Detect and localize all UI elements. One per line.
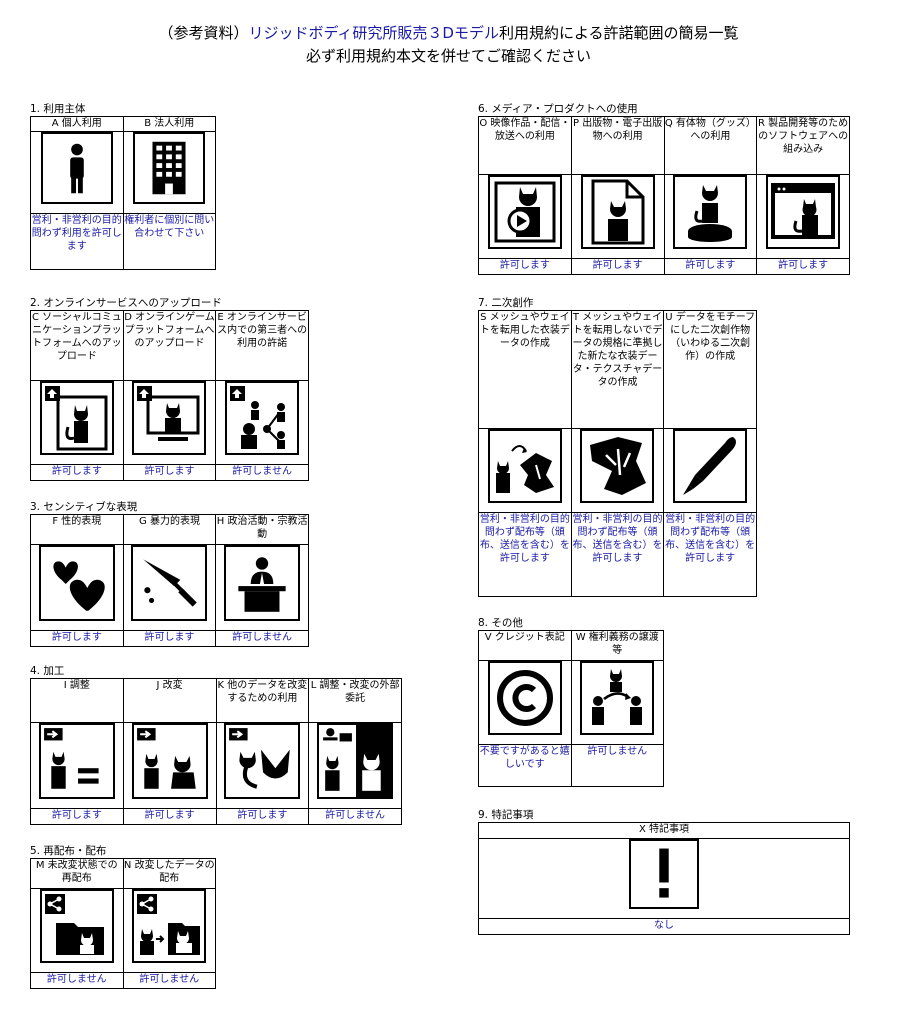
outsource-icon — [317, 723, 394, 799]
item-header: N 改変したデータの配布 — [122, 858, 216, 889]
item-header: B 法人利用 — [122, 116, 216, 132]
item-status: 許可します — [30, 630, 124, 647]
item-status: 許可します — [122, 808, 217, 825]
item-status: 許可します — [756, 258, 850, 275]
item-header: C ソーシャルコミュニケーションプラットフォームへのアップロード — [30, 310, 124, 381]
item-status: 許可しません — [570, 744, 664, 787]
section-label: 3. センシティブな表現 — [30, 501, 138, 513]
item-header: Q 有体物（グッズ）への利用 — [663, 116, 758, 175]
item-status: 営利・非営利の目的問わず配布等（頒布、送信を含む）を許可します — [478, 512, 572, 597]
item-header: D オンラインゲームプラットフォームへのアップロード — [122, 310, 217, 381]
document-cat-icon — [580, 175, 655, 249]
item-status: 許可しません — [30, 972, 124, 989]
knife-icon — [131, 545, 208, 621]
section-usage-subject: 1. 利用主体 A 個人利用 B 法人利用 営利・非営利の目的問わず利用を許可し… — [30, 102, 216, 270]
section-processing: 4. 加工 I 調整 J 改変 K 他のデータを改変するための利用 L 調整・改… — [30, 664, 402, 825]
item-status: 権利者に個別に問い合わせて下さい — [122, 213, 216, 270]
item-status: 営利・非営利の目的問わず配布等（頒布、送信を含む）を許可します — [570, 512, 665, 597]
item-header: L 調整・改変の外部委託 — [308, 678, 402, 723]
copyright-icon — [487, 661, 562, 735]
exclamation-icon — [629, 839, 699, 909]
item-header: U データをモチーフにした二次創作物（いわゆる二次創作）の作成 — [663, 310, 757, 429]
item-status: 許可します — [570, 258, 665, 275]
section-special-notes: 9. 特記事項 X 特記事項 なし — [478, 808, 850, 935]
cat-modify-icon — [131, 723, 208, 799]
section-label: 1. 利用主体 — [30, 103, 86, 115]
item-header: E オンラインサービス内での第三者への利用の許諾 — [215, 310, 309, 381]
software-cat-icon — [766, 175, 841, 249]
pen-icon — [673, 429, 748, 503]
item-status: 許可しません — [215, 464, 309, 481]
upload-monitor-cat-icon — [132, 381, 207, 455]
item-header: J 改変 — [122, 678, 217, 723]
item-status: 許可します — [663, 258, 758, 275]
share-modified-icon — [132, 889, 207, 963]
item-status: なし — [478, 918, 850, 935]
share-folder-icon — [39, 889, 114, 963]
item-status: 許可しません — [308, 808, 402, 825]
item-header: M 未改変状態での再配布 — [30, 858, 124, 889]
item-header: I 調整 — [30, 678, 124, 723]
person-icon — [40, 132, 113, 204]
section-label: 5. 再配布・配布 — [30, 845, 107, 857]
hearts-icon — [38, 545, 115, 621]
building-icon — [133, 132, 206, 204]
title-prefix: （参考資料） — [158, 24, 249, 42]
share-people-icon — [225, 381, 300, 455]
item-status: 許可します — [215, 808, 310, 825]
item-header: A 個人利用 — [30, 116, 124, 132]
section-online-upload: 2. オンラインサービスへのアップロード C ソーシャルコミュニケーションプラッ… — [30, 296, 309, 481]
section-label: 9. 特記事項 — [478, 809, 534, 821]
item-header: R 製品開発等のためのソフトウェアへの組み込み — [756, 116, 850, 175]
item-header: W 権利義務の譲渡等 — [570, 630, 664, 661]
section-label: 7. 二次創作 — [478, 297, 534, 309]
item-status: 許可します — [30, 808, 124, 825]
item-header: H 政治活動・宗教活動 — [215, 514, 309, 545]
item-header: P 出版物・電子出版物への利用 — [570, 116, 665, 175]
item-header: S メッシュやウェイトを転用した衣装データの作成 — [478, 310, 572, 429]
section-media-product: 6. メディア・プロダクトへの使用 O 映像作品・配信・放送への利用 P 出版物… — [478, 102, 850, 275]
section-label: 2. オンラインサービスへのアップロード — [30, 297, 222, 309]
video-cat-icon — [487, 175, 562, 249]
page-subtitle: 必ず利用規約本文を併せてご確認ください — [305, 47, 591, 65]
item-status: 許可します — [122, 630, 217, 647]
upload-cat-icon — [39, 381, 114, 455]
section-sensitive-expression: 3. センシティブな表現 F 性的表現 G 暴力的表現 H 政治活動・宗教活動 … — [30, 500, 309, 647]
section-redistribution: 5. 再配布・配布 M 未改変状態での再配布 N 改変したデータの配布 許可しま… — [30, 844, 216, 989]
podium-speaker-icon — [224, 545, 301, 621]
section-label: 4. 加工 — [30, 665, 65, 677]
title-company: リジッドボディ研究所販売３Dモデル — [248, 24, 499, 42]
item-header: V クレジット表記 — [478, 630, 572, 661]
item-header: F 性的表現 — [30, 514, 124, 545]
cat-cloth-icon — [487, 429, 562, 503]
section-label: 6. メディア・プロダクトへの使用 — [478, 103, 638, 115]
figure-cat-icon — [673, 175, 748, 249]
item-status: 営利・非営利の目的問わず配布等（頒布、送信を含む）を許可します — [663, 512, 757, 597]
item-status: 許可します — [122, 464, 217, 481]
transfer-icon — [580, 661, 655, 735]
item-status: 営利・非営利の目的問わず利用を許可します — [30, 213, 124, 270]
section-derivative-works: 7. 二次創作 S メッシュやウェイトを転用した衣装データの作成 T メッシュや… — [478, 296, 757, 597]
cat-equals-icon — [38, 723, 115, 799]
cloth-icon — [580, 429, 655, 503]
item-header: X 特記事項 — [478, 822, 850, 839]
page-title: （参考資料）リジッドボディ研究所販売３Dモデル利用規約による許諾範囲の簡易一覧 — [0, 22, 897, 44]
title-suffix: 利用規約による許諾範囲の簡易一覧 — [498, 24, 739, 42]
item-header: T メッシュやウェイトを転用しないでデータの規格に準拠した新たな衣装データ・テク… — [570, 310, 665, 429]
section-label: 8. その他 — [478, 617, 523, 629]
cat-morph-icon — [224, 723, 301, 799]
item-status: 不要ですがあると嬉しいです — [478, 744, 572, 787]
item-status: 許可します — [30, 464, 124, 481]
section-other: 8. その他 V クレジット表記 W 権利義務の譲渡等 不要ですがあると嬉しいで… — [478, 616, 664, 787]
item-header: K 他のデータを改変するための利用 — [215, 678, 310, 723]
item-status: 許可します — [478, 258, 572, 275]
item-status: 許可しません — [215, 630, 309, 647]
item-header: O 映像作品・配信・放送への利用 — [478, 116, 572, 175]
item-header: G 暴力的表現 — [122, 514, 217, 545]
item-status: 許可しません — [122, 972, 216, 989]
